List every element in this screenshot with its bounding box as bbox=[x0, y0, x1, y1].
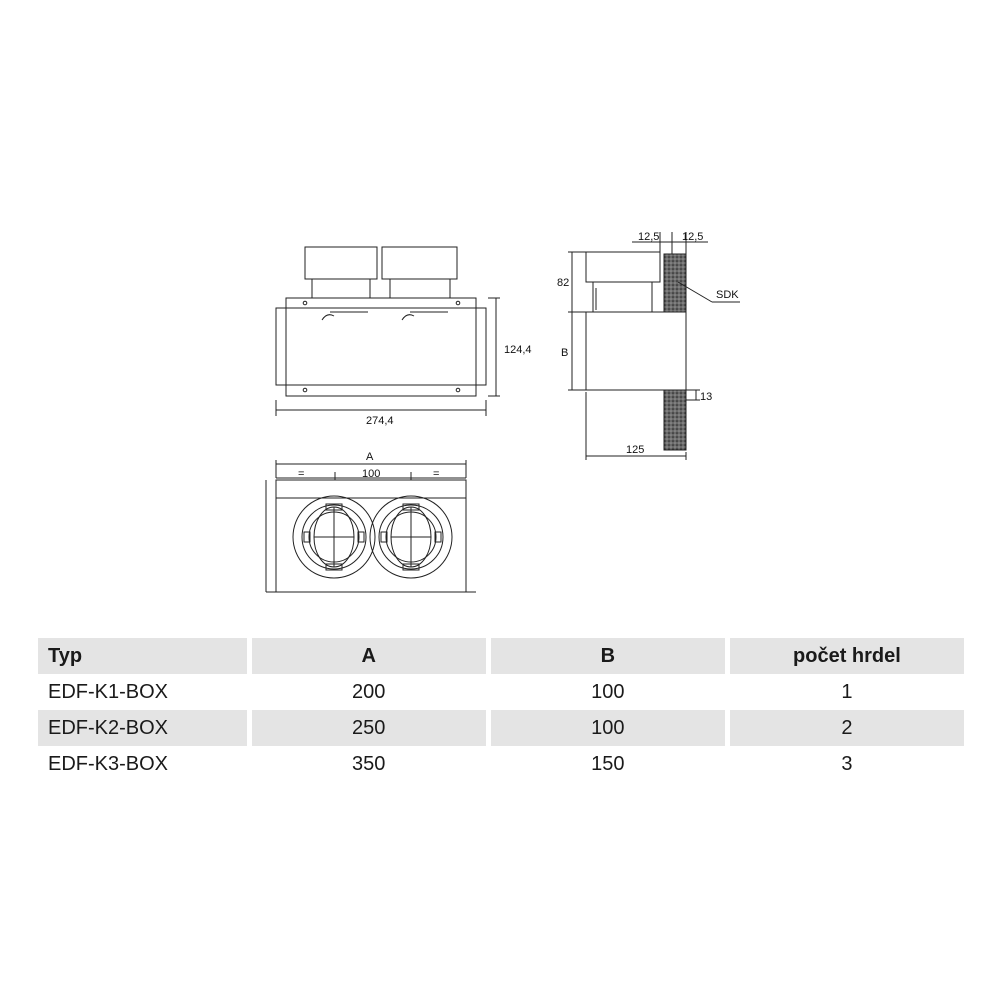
dim-a-label: A bbox=[366, 451, 374, 463]
table-header-row: Typ A B počet hrdel bbox=[38, 638, 964, 674]
cell-b: 100 bbox=[490, 710, 725, 746]
cell-a: 250 bbox=[251, 710, 486, 746]
side-view bbox=[568, 232, 740, 460]
cell-b: 100 bbox=[591, 680, 625, 703]
dim-125-label: 125 bbox=[626, 444, 644, 456]
spec-table: Typ A B počet hrdel EDF-K1-BOX 200 100 1… bbox=[33, 638, 969, 782]
table-row: EDF-K1-BOX 200 100 1 bbox=[38, 674, 964, 710]
dim-b-label: B bbox=[561, 347, 568, 359]
dim-height-label: 124,4 bbox=[504, 344, 532, 356]
dim-82-label: 82 bbox=[557, 277, 569, 289]
front-view bbox=[275, 246, 500, 416]
header-a: A bbox=[251, 638, 486, 674]
dim-13-label: 13 bbox=[700, 391, 712, 403]
technical-drawing: 274,4 124,4 bbox=[265, 231, 740, 593]
cell-typ: EDF-K1-BOX bbox=[48, 680, 169, 703]
header-typ: Typ bbox=[38, 638, 247, 674]
dim-eq-right-label: = bbox=[433, 468, 439, 480]
table-row: EDF-K3-BOX 350 150 3 bbox=[38, 746, 964, 782]
sdk-label: SDK bbox=[716, 289, 739, 301]
top-view bbox=[265, 460, 476, 593]
cell-a: 350 bbox=[352, 752, 386, 775]
table-row: EDF-K2-BOX 250 100 2 bbox=[38, 710, 964, 746]
cell-typ: EDF-K3-BOX bbox=[48, 752, 169, 775]
dim-width-label: 274,4 bbox=[366, 415, 394, 427]
dim-12-5-left-label: 12,5 bbox=[638, 231, 659, 243]
header-pocet-hrdel: počet hrdel bbox=[729, 638, 964, 674]
dim-eq-left-label: = bbox=[298, 468, 304, 480]
dim-100-label: 100 bbox=[362, 468, 380, 480]
cell-pocet-hrdel: 2 bbox=[729, 710, 964, 746]
dim-12-5-right-label: 12,5 bbox=[682, 231, 703, 243]
cell-pocet-hrdel: 1 bbox=[841, 680, 853, 703]
cell-b: 150 bbox=[591, 752, 625, 775]
cell-a: 200 bbox=[352, 680, 386, 703]
cell-pocet-hrdel: 3 bbox=[841, 752, 853, 775]
cell-typ: EDF-K2-BOX bbox=[38, 710, 247, 746]
header-b: B bbox=[490, 638, 725, 674]
